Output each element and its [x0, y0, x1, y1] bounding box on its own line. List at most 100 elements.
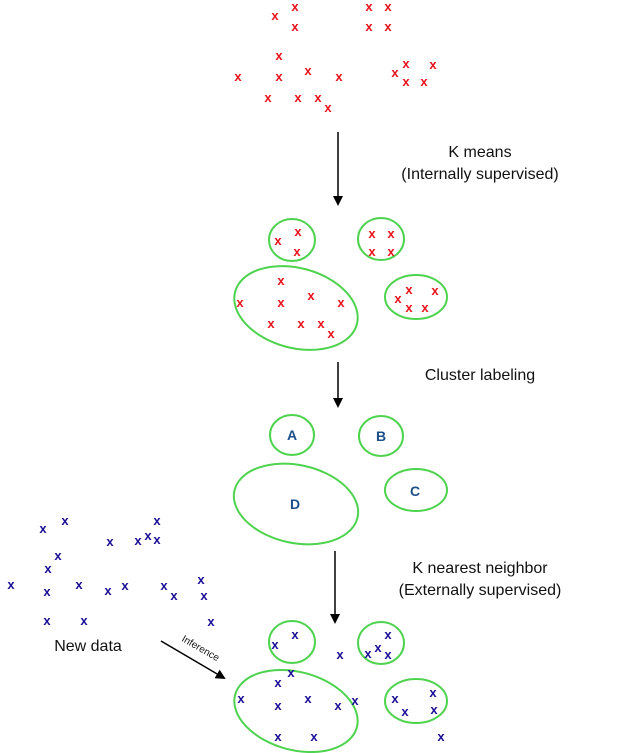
- cluster-a-outline: [269, 414, 315, 456]
- raw-point-8: x: [275, 48, 283, 63]
- knn-point-13: x: [334, 698, 342, 713]
- raw-point-20: x: [402, 74, 410, 89]
- raw-point-13: x: [264, 90, 272, 105]
- new-point-1: x: [39, 521, 47, 536]
- raw-point-3: x: [291, 19, 299, 34]
- clustered-point-21: x: [421, 300, 429, 315]
- knn-point-21: x: [437, 729, 445, 744]
- knn-subtitle: (Externally supervised): [399, 582, 562, 599]
- knn-point-6: x: [237, 691, 245, 706]
- new-point-13: x: [104, 583, 112, 598]
- raw-point-15: x: [314, 90, 322, 105]
- knn-point-9: x: [364, 646, 372, 661]
- raw-point-10: x: [275, 69, 283, 84]
- raw-point-4: x: [365, 0, 373, 14]
- clustered-point-17: x: [394, 291, 402, 306]
- knn-point-1: x: [271, 637, 279, 652]
- clustered-point-2: x: [294, 224, 302, 239]
- new-point-5: x: [44, 561, 52, 576]
- raw-point-18: x: [402, 56, 410, 71]
- knn-point-11: x: [384, 627, 392, 642]
- knn-cluster-outline-right: [384, 678, 448, 724]
- new-data-label: New data: [54, 638, 122, 655]
- clustered-point-8: x: [277, 273, 285, 288]
- knn-point-14: x: [351, 693, 359, 708]
- cluster-d-outline: [232, 462, 360, 546]
- clustered-point-1: x: [274, 233, 282, 248]
- knn-point-2: x: [291, 627, 299, 642]
- clustered-point-13: x: [267, 316, 275, 331]
- cluster-d-label: D: [290, 496, 300, 512]
- cluster-c-outline: [384, 468, 448, 512]
- knn-point-20: x: [310, 729, 318, 744]
- knn-cluster-outline-top-left: [268, 620, 316, 664]
- new-point-9: x: [153, 532, 161, 547]
- clustered-point-9: x: [236, 295, 244, 310]
- new-point-15: x: [160, 578, 168, 593]
- new-point-17: x: [197, 572, 205, 587]
- knn-point-4: x: [274, 675, 282, 690]
- clustered-point-3: x: [293, 244, 301, 259]
- raw-point-2: x: [291, 0, 299, 14]
- new-point-19: x: [43, 613, 51, 628]
- raw-point-7: x: [384, 19, 392, 34]
- knn-point-5: x: [304, 691, 312, 706]
- knn-point-3: x: [287, 665, 295, 680]
- knn-clusters: [233, 620, 448, 753]
- knn-point-10: x: [374, 640, 382, 655]
- kmeans-subtitle: (Internally supervised): [401, 166, 558, 183]
- knn-point-18: x: [430, 702, 438, 717]
- new-point-3: x: [106, 534, 114, 549]
- raw-point-19: x: [429, 57, 437, 72]
- raw-point-1: x: [271, 8, 279, 23]
- new-point-21: x: [207, 614, 215, 629]
- cluster-outline-right: [384, 274, 448, 320]
- cluster-c-label: C: [410, 483, 420, 499]
- cluster-a-label: A: [287, 427, 297, 443]
- new-point-18: x: [200, 588, 208, 603]
- new-point-8: x: [153, 513, 161, 528]
- new-point-7: x: [144, 528, 152, 543]
- cluster-outline-large: [233, 265, 359, 351]
- cluster-b-outline: [358, 415, 404, 457]
- cluster-labeling-title: Cluster labeling: [425, 367, 535, 384]
- inference-arrow: [160, 640, 226, 680]
- knn-point-16: x: [401, 704, 409, 719]
- knn-cluster-outline-large: [233, 668, 359, 753]
- raw-point-5: x: [384, 0, 392, 14]
- knn-cluster-outline-top-right: [357, 621, 405, 665]
- knn-point-12: x: [384, 647, 392, 662]
- raw-point-16: x: [324, 100, 332, 115]
- knn-point-8: x: [336, 647, 344, 662]
- cluster-b-label: B: [376, 428, 386, 444]
- inference-label: Inference: [179, 634, 221, 665]
- clustered-point-19: x: [431, 283, 439, 298]
- knn-point-15: x: [391, 691, 399, 706]
- new-point-20: x: [80, 613, 88, 628]
- knn-point-17: x: [429, 685, 437, 700]
- knn-title: K nearest neighbor: [412, 560, 548, 577]
- clustered-point-20: x: [405, 300, 413, 315]
- raw-point-6: x: [365, 19, 373, 34]
- clustered-point-16: x: [327, 326, 335, 341]
- new-point-16: x: [170, 588, 178, 603]
- clustered-point-11: x: [307, 288, 315, 303]
- new-point-6: x: [134, 533, 142, 548]
- raw-point-9: x: [234, 69, 242, 84]
- new-point-12: x: [75, 577, 83, 592]
- clustered-point-5: x: [387, 226, 395, 241]
- new-point-10: x: [7, 577, 15, 592]
- clustered-point-4: x: [368, 226, 376, 241]
- kmeans-clusters: [233, 217, 448, 351]
- cluster-outline-top-right: [357, 217, 405, 261]
- clustered-point-12: x: [337, 295, 345, 310]
- raw-point-12: x: [335, 69, 343, 84]
- clustered-point-14: x: [297, 316, 305, 331]
- new-point-11: x: [43, 584, 51, 599]
- raw-point-17: x: [391, 65, 399, 80]
- cluster-outline-top-left: [268, 218, 316, 262]
- clustered-point-7: x: [387, 244, 395, 259]
- clustered-point-6: x: [368, 244, 376, 259]
- knn-point-7: x: [274, 698, 282, 713]
